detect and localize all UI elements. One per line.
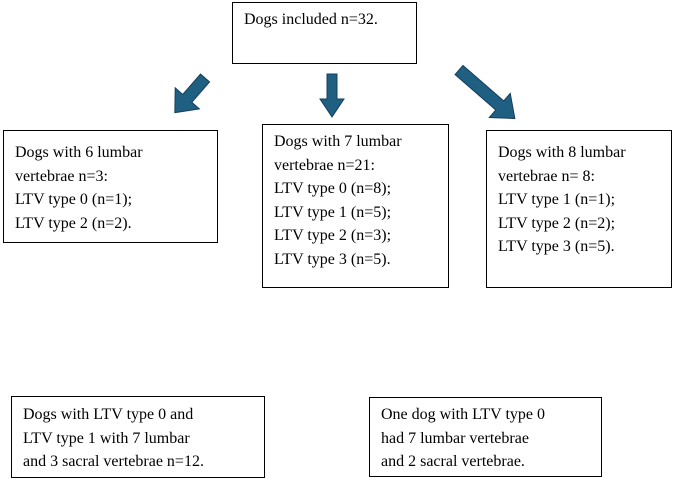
box-line: LTV type 3 (n=5). [274,250,391,268]
box-line: LTV type 2 (n=3); [274,227,392,244]
box-line: vertebrae n=3: [15,167,108,185]
box-line: Dogs with LTV type 0 and [23,406,194,423]
box-line: had 7 lumbar vertebrae [381,429,529,447]
box-line: and 3 sacral vertebrae n=12. [23,453,204,470]
box-line: vertebrae n= 8: [498,167,595,185]
arrow-to-eight-lumbar-box [454,64,516,120]
box-line: Dogs with 6 lumbar [15,144,143,161]
arrow-to-seven-lumbar-box [319,73,345,118]
box-line: Dogs included n=32. [244,11,378,28]
box-line: LTV type 1 with 7 lumbar [23,429,190,447]
box-line: LTV type 3 (n=5). [498,238,615,255]
box-line: LTV type 1 (n=1); [498,191,616,208]
box-line: Dogs with 7 lumbar [274,133,402,150]
box-line: and 2 sacral vertebrae. [381,453,525,470]
box-line: One dog with LTV type 0 [381,406,545,423]
box-line: LTV type 2 (n=2). [15,214,132,232]
one-dog-sacral-note-box: One dog with LTV type 0 had 7 lumbar ver… [369,397,602,477]
seven-lumbar-vertebrae-box: Dogs with 7 lumbar vertebrae n=21: LTV t… [262,124,449,288]
box-line: LTV type 0 (n=1); [15,191,133,208]
six-lumbar-vertebrae-box: Dogs with 6 lumbar vertebrae n=3: LTV ty… [3,130,218,243]
box-line: LTV type 1 (n=5); [274,203,392,221]
ltv-type-0-and-1-sacral-note-box: Dogs with LTV type 0 and LTV type 1 with… [11,396,265,478]
eight-lumbar-vertebrae-box: Dogs with 8 lumbar vertebrae n= 8: LTV t… [486,130,672,288]
dogs-included-box: Dogs included n=32. [232,2,417,64]
arrow-to-six-lumbar-box [174,73,211,114]
box-line: Dogs with 8 lumbar [498,144,626,161]
box-line: vertebrae n=21: [274,156,375,174]
box-line: LTV type 0 (n=8); [274,180,392,197]
box-line: LTV type 2 (n=2); [498,214,616,232]
